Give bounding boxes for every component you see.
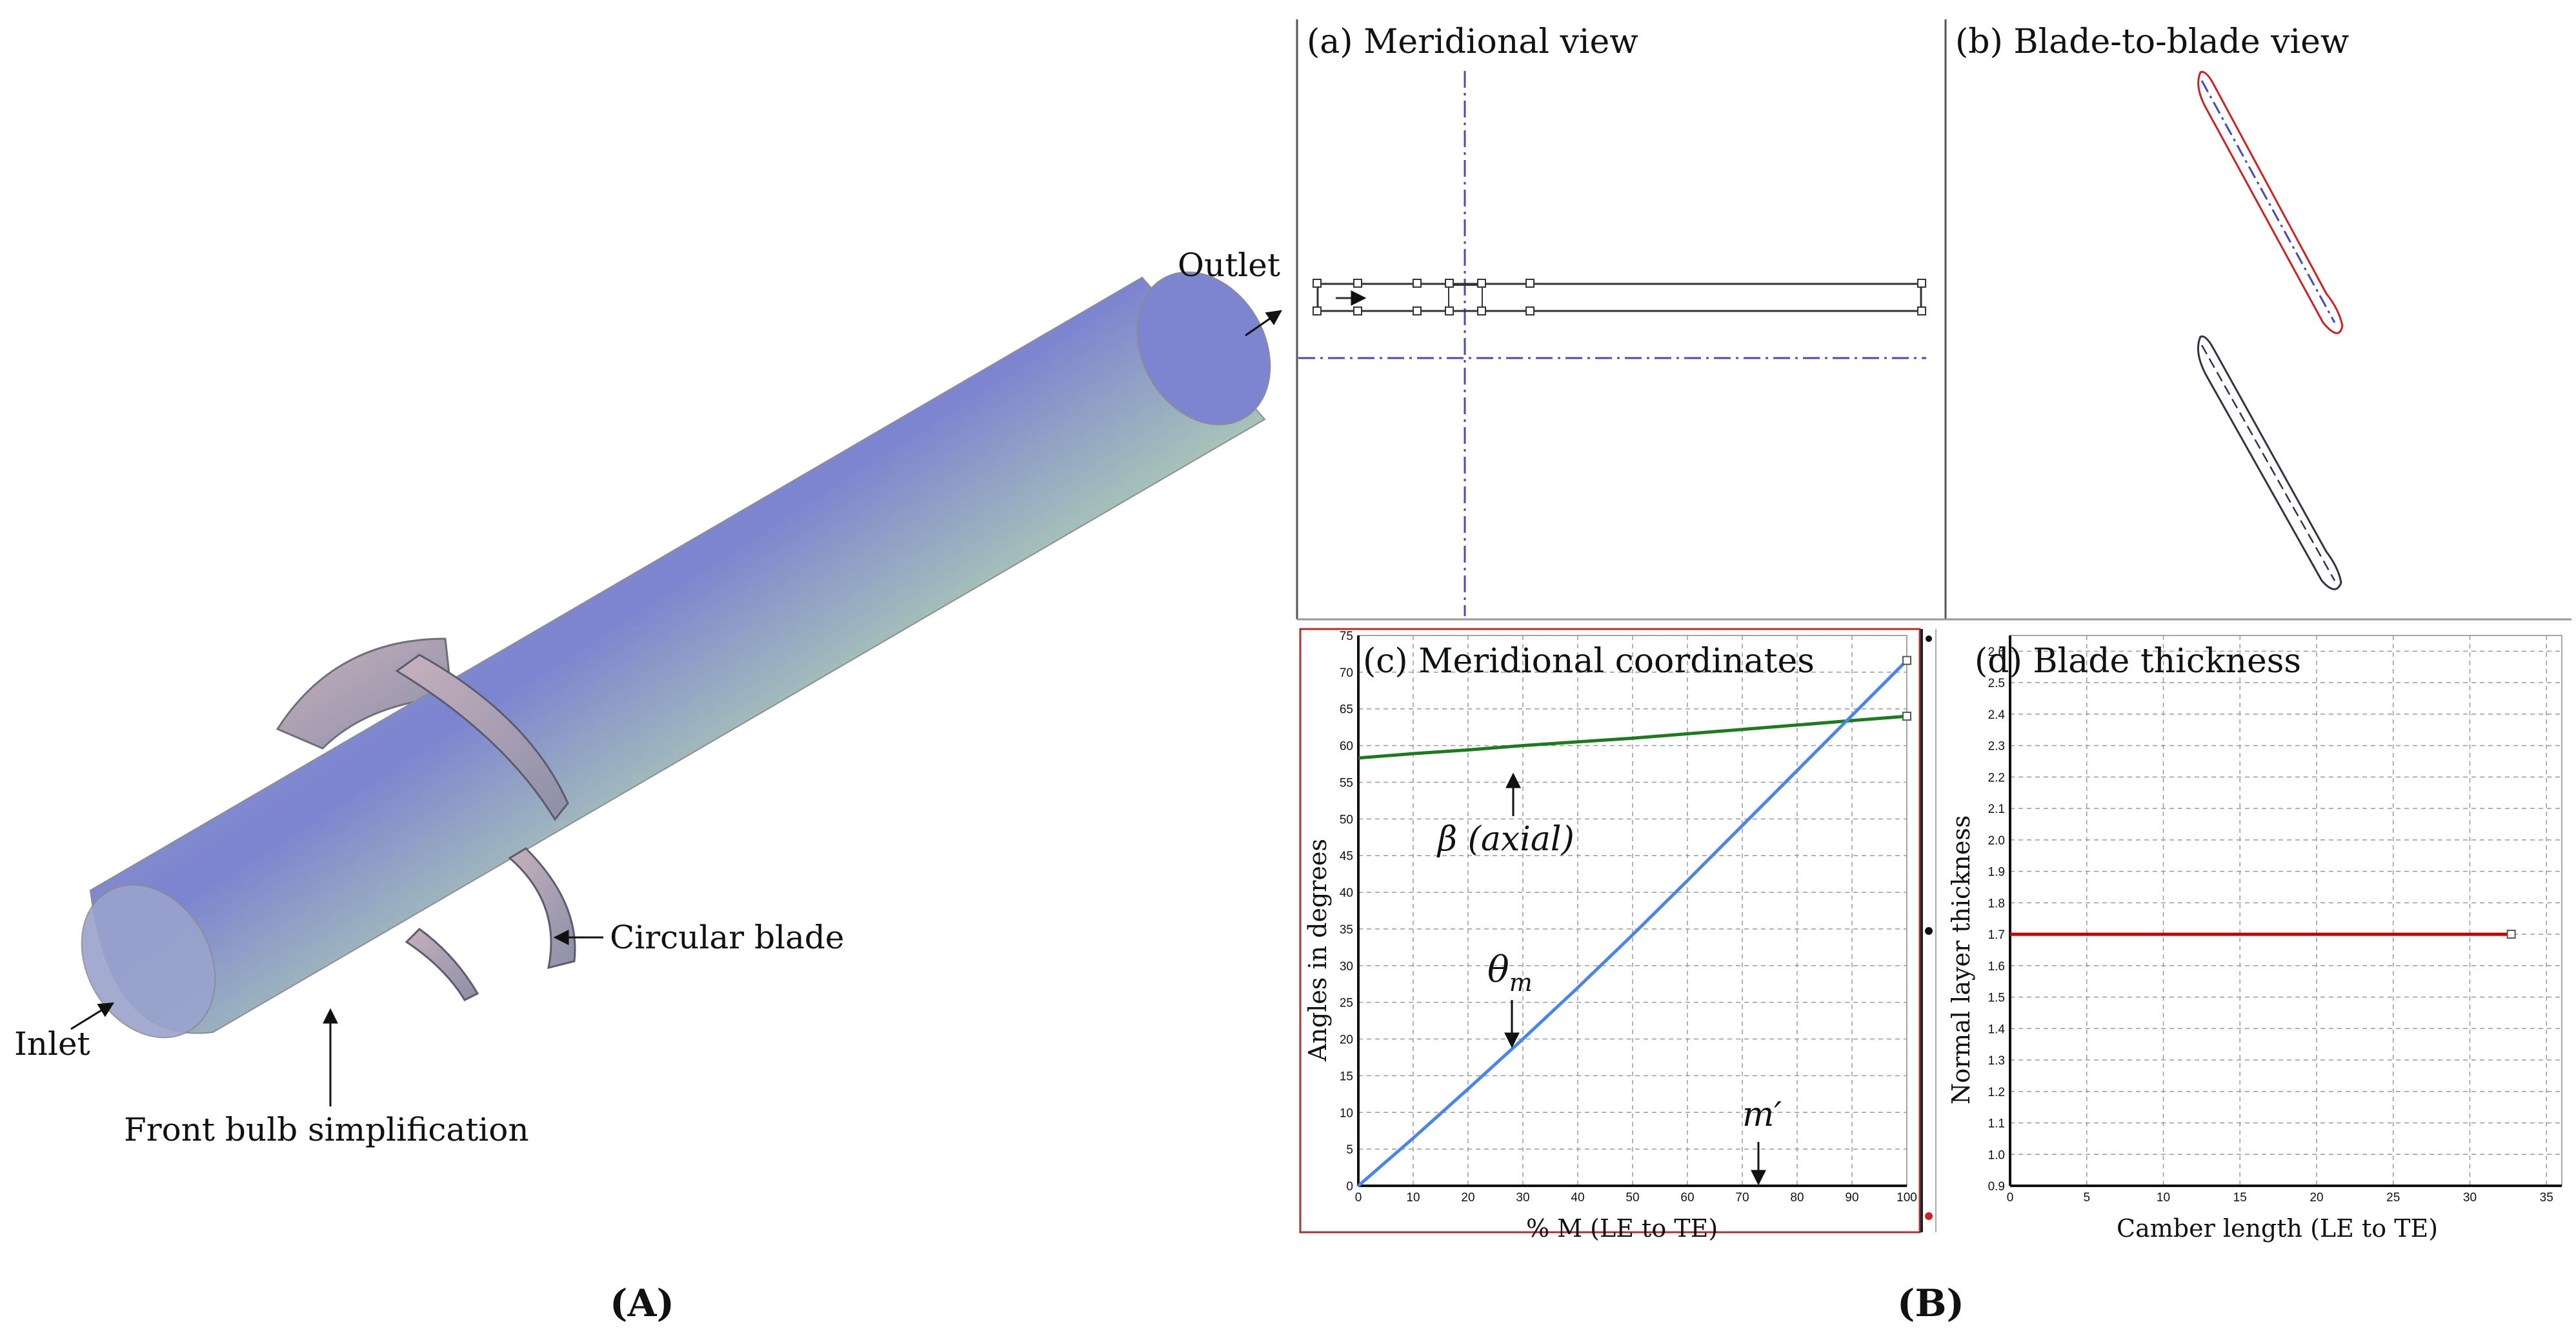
chart-c-ytick-label: 15 [1340,1070,1353,1083]
outlet-label: Outlet [1178,246,1280,284]
m-prime-label: m′ [1742,1095,1782,1134]
inlet-arrow [70,1002,115,1030]
chart-c-plot-area [1358,635,1907,1186]
chart-c-title: (c) Meridional coordinates [1363,642,1815,681]
front-bulb-label: Front bulb simplification [124,1111,529,1148]
subpanel-a-meridional: (a) Meridional view [1298,23,1926,616]
chart-d-ytick-label: 1.2 [1988,1086,2005,1099]
panel-b: (a) Meridional view (b) Blade-to-blade v… [1296,19,2571,1325]
chart-c-xtick-label: 20 [1461,1191,1474,1205]
chart-d-ytick-label: 2.5 [1988,677,2005,690]
chart-d-ytick-label: 2.0 [1988,834,2005,848]
chart-c-ytick-label: 5 [1346,1143,1353,1157]
chart-c-xlabel: % M (LE to TE) [1526,1214,1718,1243]
subpanel-b-blade-to-blade: (b) Blade-to-blade view [1955,23,2349,590]
chart-c-xtick-label: 80 [1790,1191,1804,1205]
chart-c-ytick-label: 20 [1340,1034,1353,1047]
blade-box [1448,285,1483,312]
chart-d-xtick-label: 15 [2233,1191,2247,1205]
chart-d-ytick-label: 1.1 [1988,1117,2005,1131]
outlet-arrow [1245,310,1282,337]
chart-d-ytick-label: 1.5 [1988,992,2005,1005]
chart-c-ytick-label: 25 [1340,997,1353,1010]
chart-d-ytick-label: 2.4 [1988,708,2006,722]
circular-blade-top [395,654,569,821]
chart-d-ytick-label: 1.7 [1988,928,2005,942]
beta-label: β (axial) [1436,820,1575,859]
chart-c-xtick-label: 10 [1406,1191,1420,1205]
subpanel-a-title: (a) Meridional view [1307,23,1638,61]
chart-d-ytick-label: 2.2 [1988,771,2005,785]
chart-d-ytick-label: 1.0 [1988,1148,2005,1162]
chart-d-ytick-label: 2.3 [1988,740,2005,754]
panel-b-label: (B) [1897,1281,1964,1325]
chart-c-xtick-label: 30 [1516,1191,1529,1205]
chart-c-xtick-label: 50 [1625,1191,1639,1205]
chart-c-ytick-label: 60 [1340,740,1353,754]
chart-d-xtick-label: 0 [2007,1191,2014,1205]
inlet-label: Inlet [14,1025,90,1063]
panel-a-label: (A) [610,1281,674,1325]
chart-c-xtick-label: 70 [1735,1191,1749,1205]
subpanel-d-blade-thickness: 0 5 10 15 20 25 30 35 0.9 1.0 1.1 1.2 1.3 1.4 1.5 1.6 1.… [1947,635,2562,1243]
chart-d-ytick-label: 1.9 [1988,866,2005,879]
chart-c-ytick-label: 40 [1340,886,1353,900]
chart-c-series-0-line [1358,714,1907,760]
chart-d-ytick-label: 2.1 [1988,803,2005,816]
chart-d-xtick-label: 10 [2157,1191,2170,1205]
chart-d-xtick-label: 35 [2540,1191,2553,1205]
chart-c-xtick-label: 60 [1680,1191,1694,1205]
outlet-end-face [1136,271,1271,426]
chart-d-xlabel: Camber length (LE to TE) [2117,1214,2438,1243]
chart-c-ytick-label: 55 [1340,776,1353,790]
chart-d-ytick-label: 1.3 [1988,1054,2005,1068]
chart-c-xtick-label: 40 [1571,1191,1584,1205]
chart-c-ytick-label: 0 [1346,1180,1353,1194]
chart-d-series-0-end-handle [2506,930,2516,939]
blade-profile-lower [2197,335,2342,590]
subpanel-b-title: (b) Blade-to-blade view [1955,23,2349,61]
chart-c-ytick-label: 75 [1340,630,1353,643]
chart-c-xtick-label: 100 [1897,1191,1917,1205]
chart-d-xtick-label: 20 [2309,1191,2323,1205]
chart-c-series-0-end-handle [1902,712,1911,721]
chart-d-xtick-label: 25 [2386,1191,2400,1205]
chart-c-ytick-label: 45 [1340,850,1353,863]
chart-c-series-1-line [1357,659,1908,1187]
chart-c-ytick-label: 35 [1340,923,1353,937]
chart-c-series-1-end-handle [1902,655,1911,665]
subpanel-c-meridional-coords: 0 10 20 30 40 50 60 70 80 90 100 0 5 10 15 20 25 30 35 40 45… [1299,628,1937,1243]
chart-d-title: (d) Blade thickness [1975,642,2301,681]
chart-c-ytick-label: 70 [1340,666,1353,680]
chart-d-ytick-label: 0.9 [1988,1180,2005,1194]
panel-a: Outlet Circular blade Inlet Front bulb s… [14,246,1282,1325]
chart-d-xtick-label: 5 [2083,1191,2090,1205]
chart-c-ytick-label: 50 [1340,813,1353,826]
blade-profile-upper [2197,70,2344,334]
chart-c-ylabel: Angles in degrees [1303,839,1332,1062]
chart-d-plot-area [2009,635,2562,1186]
chart-d-ytick-label: 1.6 [1988,960,2005,974]
theta-label: θm [1487,949,1533,997]
chart-d-ytick-label: 1.4 [1988,1023,2006,1036]
chart-d-ytick-label: 2.6 [1988,645,2005,659]
chart-c-xtick-label: 90 [1845,1191,1858,1205]
chart-c-ytick-label: 30 [1340,960,1353,974]
circular-blade-right [508,847,576,970]
chart-c-xtick-label: 0 [1355,1191,1362,1205]
chart-c-ytick-label: 10 [1340,1106,1353,1120]
circular-blade-label: Circular blade [610,919,844,956]
meridional-channel [1316,283,1922,312]
chart-d-xtick-label: 30 [2463,1191,2477,1205]
chart-c-ytick-label: 65 [1340,703,1353,717]
chart-d-ylabel: Normal layer thickness [1947,815,1975,1105]
circular-blade-bottom [405,928,479,1001]
chart-d-ytick-label: 1.8 [1988,897,2005,910]
inlet-end-face [81,884,216,1039]
